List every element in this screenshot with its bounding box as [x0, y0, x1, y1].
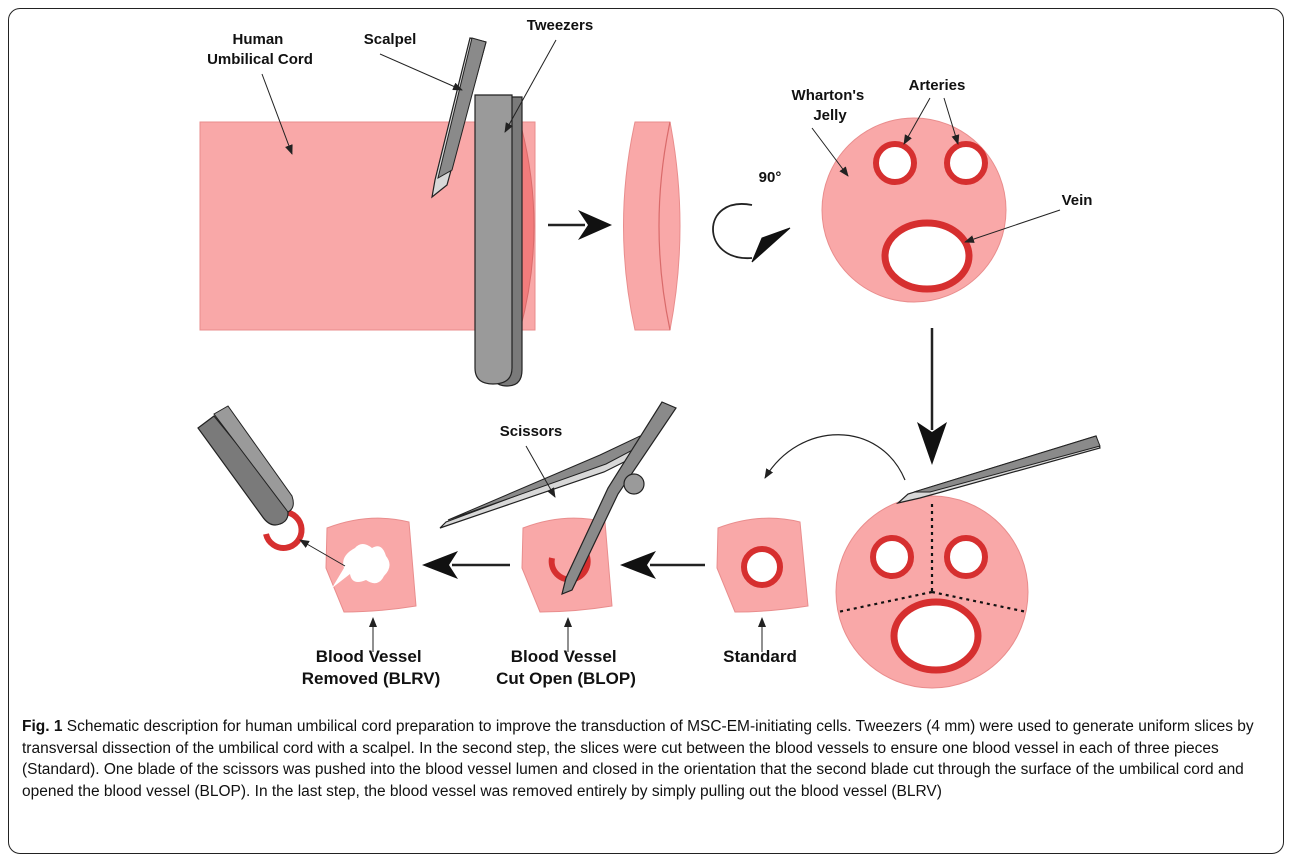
- label-jelly: Wharton's Jelly: [792, 87, 869, 124]
- label-blop: Blood Vessel Cut Open (BLOP): [496, 647, 636, 688]
- diagram: Human Umbilical Cord Scalpel Tweezers 90…: [0, 0, 1293, 712]
- label-blrv-line1: Blood Vessel: [316, 647, 422, 666]
- rotate-90-icon: [713, 204, 776, 258]
- label-tweezers: Tweezers: [527, 17, 593, 34]
- label-arteries: Arteries: [909, 77, 966, 94]
- label-blop-line2: Cut Open (BLOP): [496, 669, 636, 688]
- pointer-scalpel: [380, 54, 462, 90]
- label-blrv-line2: Removed (BLRV): [302, 669, 441, 688]
- label-cord-line2: Umbilical Cord: [207, 51, 313, 68]
- piece-blrv: [326, 518, 416, 612]
- arrow-to-blrv: [422, 551, 510, 579]
- caption-fig-label: Fig. 1: [22, 718, 62, 735]
- label-jelly-line1: Wharton's: [792, 87, 865, 104]
- label-blrv: Blood Vessel Removed (BLRV): [302, 647, 441, 688]
- vein: [885, 223, 969, 289]
- arrow-to-blop: [620, 551, 705, 579]
- cord-slice: [624, 122, 681, 330]
- label-rotation: 90°: [759, 169, 782, 186]
- label-jelly-line2: Jelly: [813, 107, 847, 124]
- rotate-arrowhead: [752, 228, 790, 262]
- arrow-cord-to-slice: [548, 210, 612, 240]
- pointer-tweezers: [505, 40, 556, 132]
- label-blop-line1: Blood Vessel: [511, 647, 617, 666]
- label-scissors: Scissors: [500, 423, 563, 440]
- tweezers-bottom: [198, 406, 293, 525]
- curved-arrow-to-standard: [765, 435, 905, 480]
- artery-right: [947, 144, 985, 182]
- figure-caption: Fig. 1 Schematic description for human u…: [22, 716, 1267, 802]
- arrow-down: [917, 328, 947, 465]
- caption-text: Schematic description for human umbilica…: [22, 718, 1254, 800]
- label-cord: Human Umbilical Cord: [207, 31, 313, 68]
- artery-left: [876, 144, 914, 182]
- label-standard: Standard: [723, 647, 797, 666]
- cut-cross-section: [836, 496, 1028, 688]
- tweezers: [475, 95, 522, 386]
- cross-section: [822, 118, 1006, 302]
- label-cord-line1: Human: [232, 31, 283, 48]
- label-vein: Vein: [1062, 192, 1093, 209]
- label-scalpel: Scalpel: [364, 31, 417, 48]
- piece-standard: [717, 518, 808, 612]
